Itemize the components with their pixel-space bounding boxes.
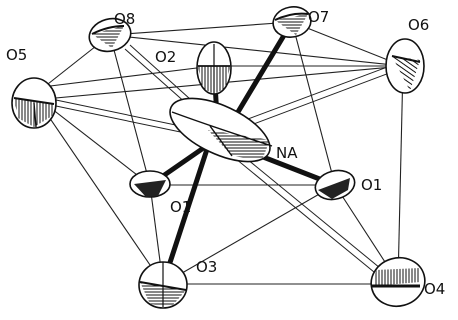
atom-o8 bbox=[88, 17, 132, 53]
bond-na-o5-a bbox=[55, 99, 191, 129]
edge-o8-o7 bbox=[109, 21, 293, 36]
bond-na-o8-a bbox=[129, 44, 201, 109]
label-o3: O3 bbox=[196, 258, 217, 276]
atom-o6 bbox=[385, 38, 425, 94]
bond-na-o4-a bbox=[235, 149, 381, 269]
label-o6: O6 bbox=[408, 16, 429, 34]
label-o2: O2 bbox=[155, 48, 176, 66]
label-o4: O4 bbox=[424, 280, 445, 298]
label-o1: O1 bbox=[361, 176, 382, 194]
bond-na-o4-b bbox=[229, 153, 375, 273]
edge-o5-o3 bbox=[33, 94, 164, 285]
edge-o3-o1 bbox=[162, 184, 336, 285]
bond-na-o7 bbox=[229, 19, 295, 125]
label-o1b: O1 bbox=[170, 198, 191, 216]
bond-na-o5-b bbox=[55, 105, 191, 135]
bond-na-o6-b bbox=[242, 71, 393, 129]
edge-o7-o1 bbox=[291, 21, 336, 186]
edge-o8-o1b bbox=[109, 34, 151, 186]
atom-o3 bbox=[138, 261, 188, 309]
open-bonds bbox=[55, 44, 393, 273]
label-na: NA bbox=[276, 144, 298, 162]
atom-o1b bbox=[129, 170, 171, 198]
bond-na-o6-a bbox=[239, 65, 391, 123]
label-o5: O5 bbox=[6, 46, 27, 64]
atom-o2 bbox=[196, 41, 232, 95]
edge-o7-o6 bbox=[291, 21, 404, 67]
label-o8: O8 bbox=[114, 10, 135, 28]
edge-o8-o6 bbox=[109, 34, 404, 67]
atom-o7 bbox=[272, 6, 312, 38]
atom-na bbox=[169, 97, 273, 163]
bond-na-o3 bbox=[160, 137, 213, 287]
atom-o1 bbox=[314, 169, 356, 201]
label-o7: O7 bbox=[308, 8, 329, 26]
edge-o6-o4 bbox=[397, 65, 404, 283]
edge-o5-o2 bbox=[33, 65, 214, 89]
atom-o5 bbox=[11, 77, 57, 129]
atom-o4 bbox=[370, 256, 426, 308]
